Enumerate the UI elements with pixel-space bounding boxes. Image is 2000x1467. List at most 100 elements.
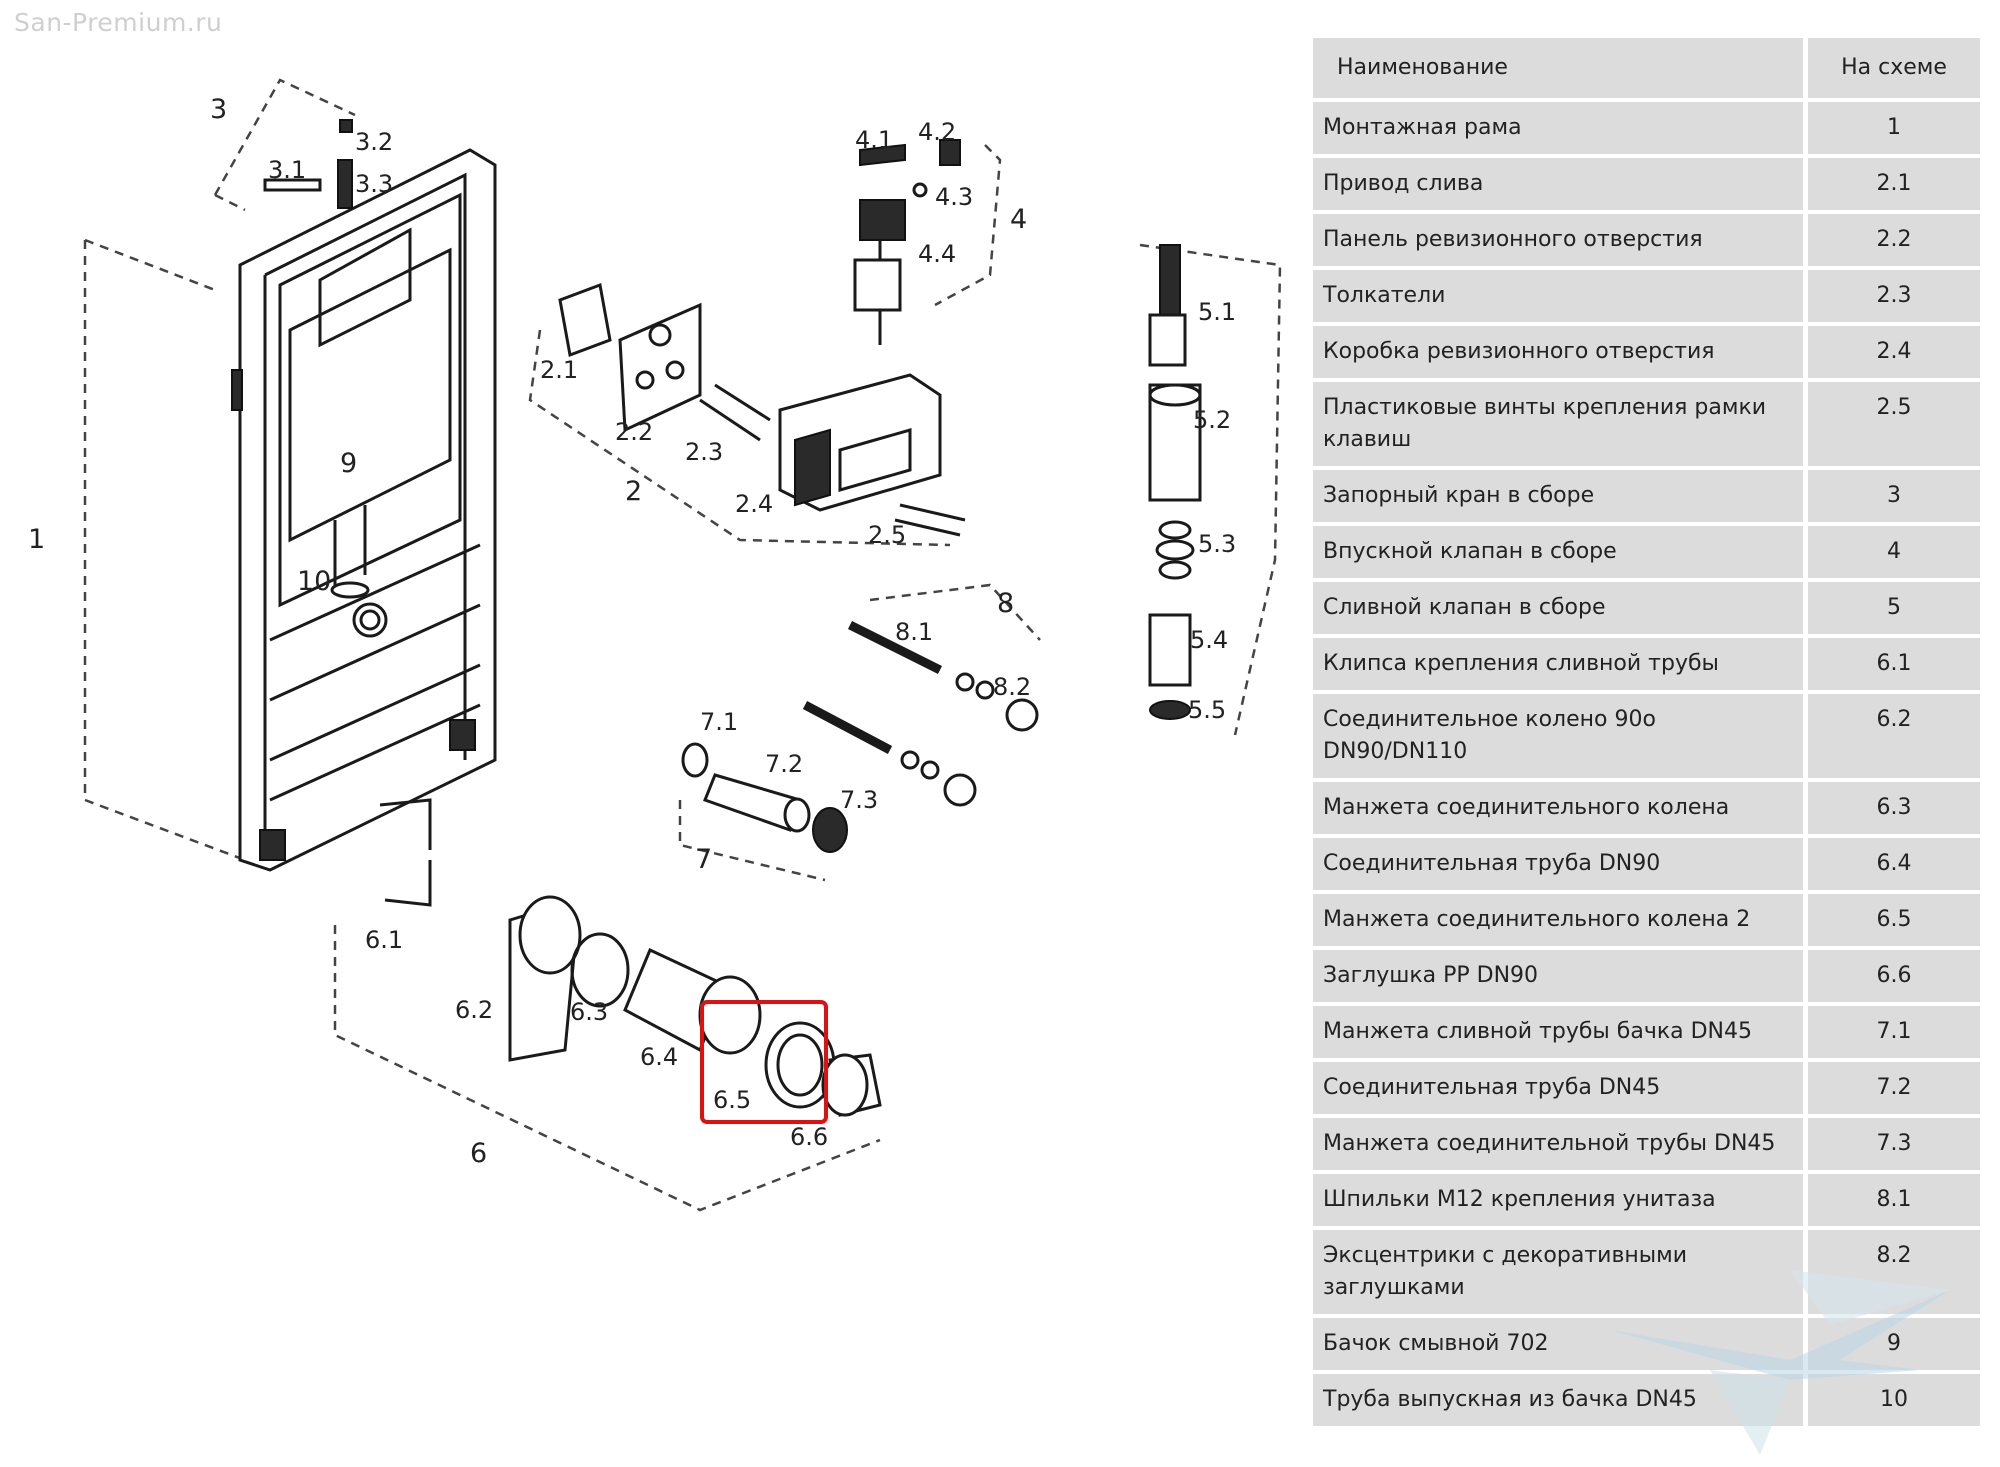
label-3-3: 3.3 xyxy=(355,170,393,198)
label-9: 9 xyxy=(340,448,357,479)
row-num: 2.5 xyxy=(1808,382,1980,466)
flush-actuator-parts xyxy=(558,282,966,537)
row-num: 2.3 xyxy=(1808,270,1980,322)
label-5-1: 5.1 xyxy=(1198,298,1236,326)
exploded-parts-diagram: 1 2 3 4 6 7 8 9 10 2.1 2.2 2.3 2.4 2.5 3… xyxy=(28,78,1282,1212)
label-7-2: 7.2 xyxy=(765,750,803,778)
group-5-outline xyxy=(1139,243,1282,736)
header-name: Наименование xyxy=(1313,38,1808,98)
row-num: 7.2 xyxy=(1808,1062,1980,1114)
row-name: Манжета сливной трубы бачка DN45 xyxy=(1313,1006,1808,1058)
label-4-4: 4.4 xyxy=(918,240,956,268)
row-name: Соединительное колено 90о DN90/DN110 xyxy=(1313,694,1808,778)
label-6-3: 6.3 xyxy=(570,998,608,1026)
row-name: Манжета соединительного колена 2 xyxy=(1313,894,1808,946)
group-3-outline xyxy=(213,78,356,212)
label-4: 4 xyxy=(1010,204,1027,235)
row-name: Соединительная труба DN90 xyxy=(1313,838,1808,890)
label-3-1: 3.1 xyxy=(268,156,306,184)
label-2-4: 2.4 xyxy=(735,490,773,518)
drain-valve-assembly xyxy=(1148,244,1202,720)
row-num: 6.4 xyxy=(1808,838,1980,890)
header-num: На схеме xyxy=(1808,38,1980,98)
row-name: Толкатели xyxy=(1313,270,1808,322)
group-4-outline xyxy=(934,144,1002,307)
row-num: 6.3 xyxy=(1808,782,1980,834)
label-6-1: 6.1 xyxy=(365,926,403,954)
row-num: 4 xyxy=(1808,526,1980,578)
label-2: 2 xyxy=(625,476,642,507)
group-8-outline xyxy=(869,583,1041,641)
row-name: Клипса крепления сливной трубы xyxy=(1313,638,1808,690)
row-name: Сливной клапан в сборе xyxy=(1313,582,1808,634)
row-name: Пластиковые винты крепления рамки клавиш xyxy=(1313,382,1808,466)
label-6-6: 6.6 xyxy=(790,1123,828,1151)
label-8-2: 8.2 xyxy=(993,673,1031,701)
row-num: 6.6 xyxy=(1808,950,1980,1002)
toilet-studs-and-eccentrics xyxy=(802,620,1039,807)
label-2-2: 2.2 xyxy=(615,418,653,446)
label-8-1: 8.1 xyxy=(895,618,933,646)
label-4-1: 4.1 xyxy=(855,126,893,154)
group-6-outline xyxy=(333,925,881,1212)
row-num: 2.1 xyxy=(1808,158,1980,210)
row-num: 1 xyxy=(1808,102,1980,154)
row-name: Заглушка PP DN90 xyxy=(1313,950,1808,1002)
group-7-outline xyxy=(678,800,826,882)
brand-logo-watermark xyxy=(1610,1270,1950,1455)
label-2-1: 2.1 xyxy=(540,356,578,384)
drain-connection-dn90 xyxy=(379,798,882,1117)
row-num: 7.1 xyxy=(1808,1006,1980,1058)
row-name: Коробка ревизионного отверстия xyxy=(1313,326,1808,378)
drain-pipe-dn45 xyxy=(681,742,848,853)
row-num: 6.1 xyxy=(1808,638,1980,690)
row-name: Привод слива xyxy=(1313,158,1808,210)
label-2-5: 2.5 xyxy=(868,521,906,549)
group-1-outline xyxy=(83,238,246,862)
label-3-2: 3.2 xyxy=(355,128,393,156)
label-5-2: 5.2 xyxy=(1193,406,1231,434)
label-4-3: 4.3 xyxy=(935,183,973,211)
label-1: 1 xyxy=(28,524,45,555)
row-name: Впускной клапан в сборе xyxy=(1313,526,1808,578)
row-num: 2.4 xyxy=(1808,326,1980,378)
site-watermark: San-Premium.ru xyxy=(14,8,223,37)
row-name: Запорный кран в сборе xyxy=(1313,470,1808,522)
label-6-5: 6.5 xyxy=(713,1086,751,1114)
label-3: 3 xyxy=(210,94,227,125)
label-6: 6 xyxy=(470,1138,487,1169)
table-row: Пластиковые винты крепления рамки клавиш… xyxy=(1313,382,1980,466)
label-6-4: 6.4 xyxy=(640,1043,678,1071)
label-5-4: 5.4 xyxy=(1190,626,1228,654)
mounting-frame xyxy=(231,148,497,872)
highlight-box-6-5 xyxy=(700,1000,828,1124)
row-num: 6.2 xyxy=(1808,694,1980,778)
row-num: 10 xyxy=(1808,1374,1980,1426)
label-10: 10 xyxy=(297,566,331,597)
row-name: Соединительная труба DN45 xyxy=(1313,1062,1808,1114)
group-2-outline xyxy=(528,329,951,547)
row-name: Монтажная рама xyxy=(1313,102,1808,154)
row-name: Манжета соединительной трубы DN45 xyxy=(1313,1118,1808,1170)
row-num: 2.2 xyxy=(1808,214,1980,266)
row-num: 8.1 xyxy=(1808,1174,1980,1226)
inlet-valve-assembly xyxy=(853,139,961,345)
shutoff-valve-assembly xyxy=(263,119,353,209)
label-8: 8 xyxy=(997,588,1014,619)
